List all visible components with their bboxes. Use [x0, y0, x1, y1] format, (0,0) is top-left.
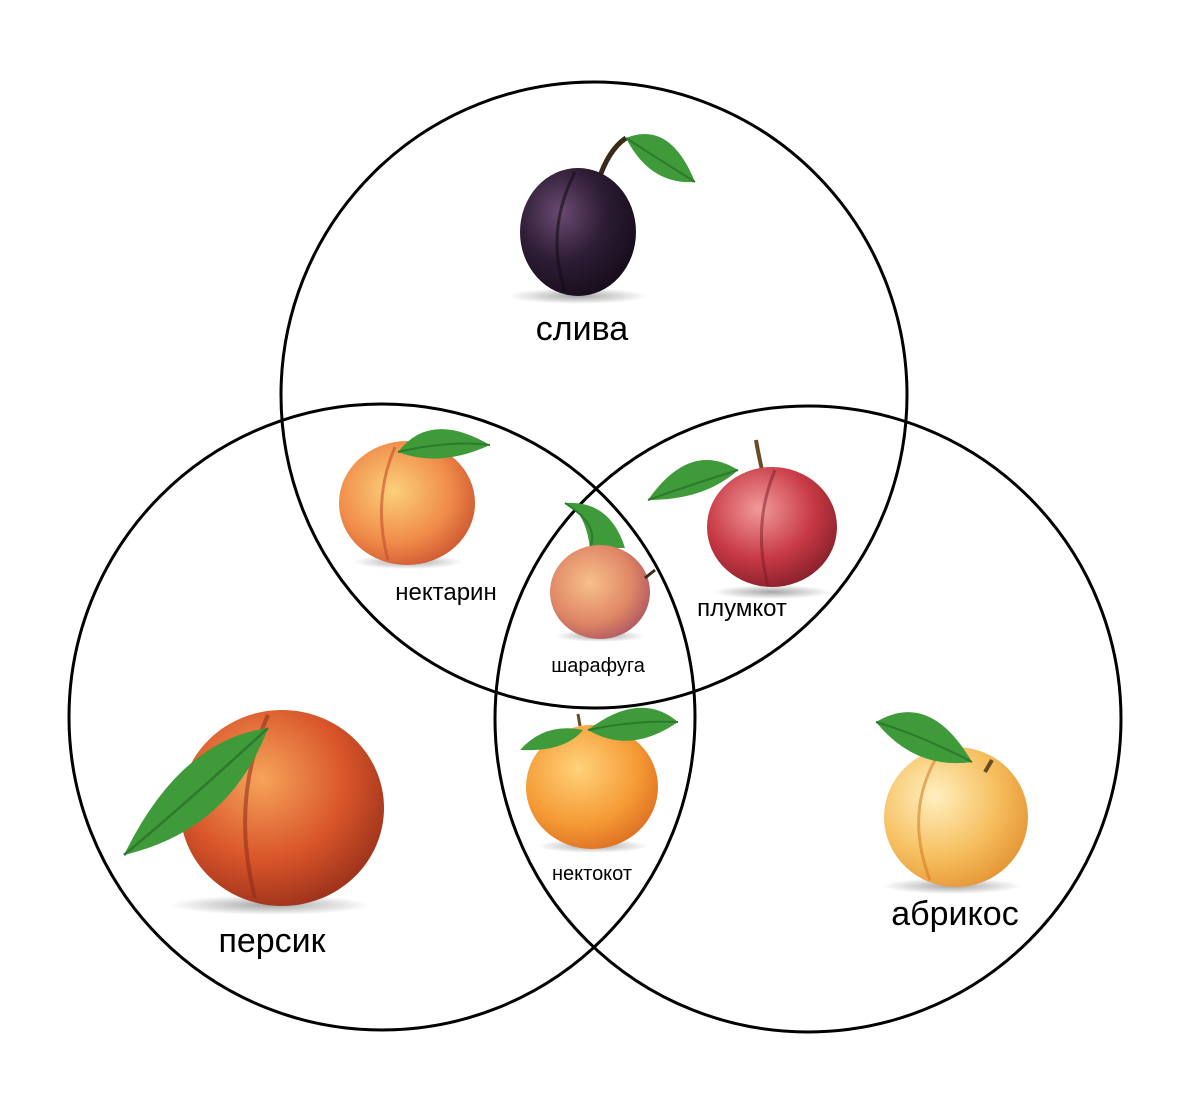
plumcot-icon — [647, 439, 837, 599]
apricot-icon — [875, 712, 1028, 894]
set-label-apricot: абрикос — [891, 895, 1018, 933]
plum-icon — [508, 133, 696, 304]
set-circle-peach — [67, 402, 697, 1032]
set-circle-apricot — [493, 404, 1123, 1034]
sharafuga-icon — [550, 502, 656, 642]
nectarine-icon — [339, 429, 491, 569]
set-label-peach: персик — [218, 922, 326, 960]
intersection-label-plum-peach: нектарин — [395, 579, 496, 606]
intersection-label-peach-apricot: нектокот — [552, 863, 632, 885]
intersection-label-all: шарафуга — [551, 655, 646, 677]
set-circle-plum — [279, 80, 909, 710]
intersection-label-plum-apricot: плумкот — [697, 595, 787, 622]
nectacot-icon — [520, 707, 679, 853]
peach-icon — [123, 710, 384, 915]
set-label-plum: слива — [536, 310, 629, 348]
